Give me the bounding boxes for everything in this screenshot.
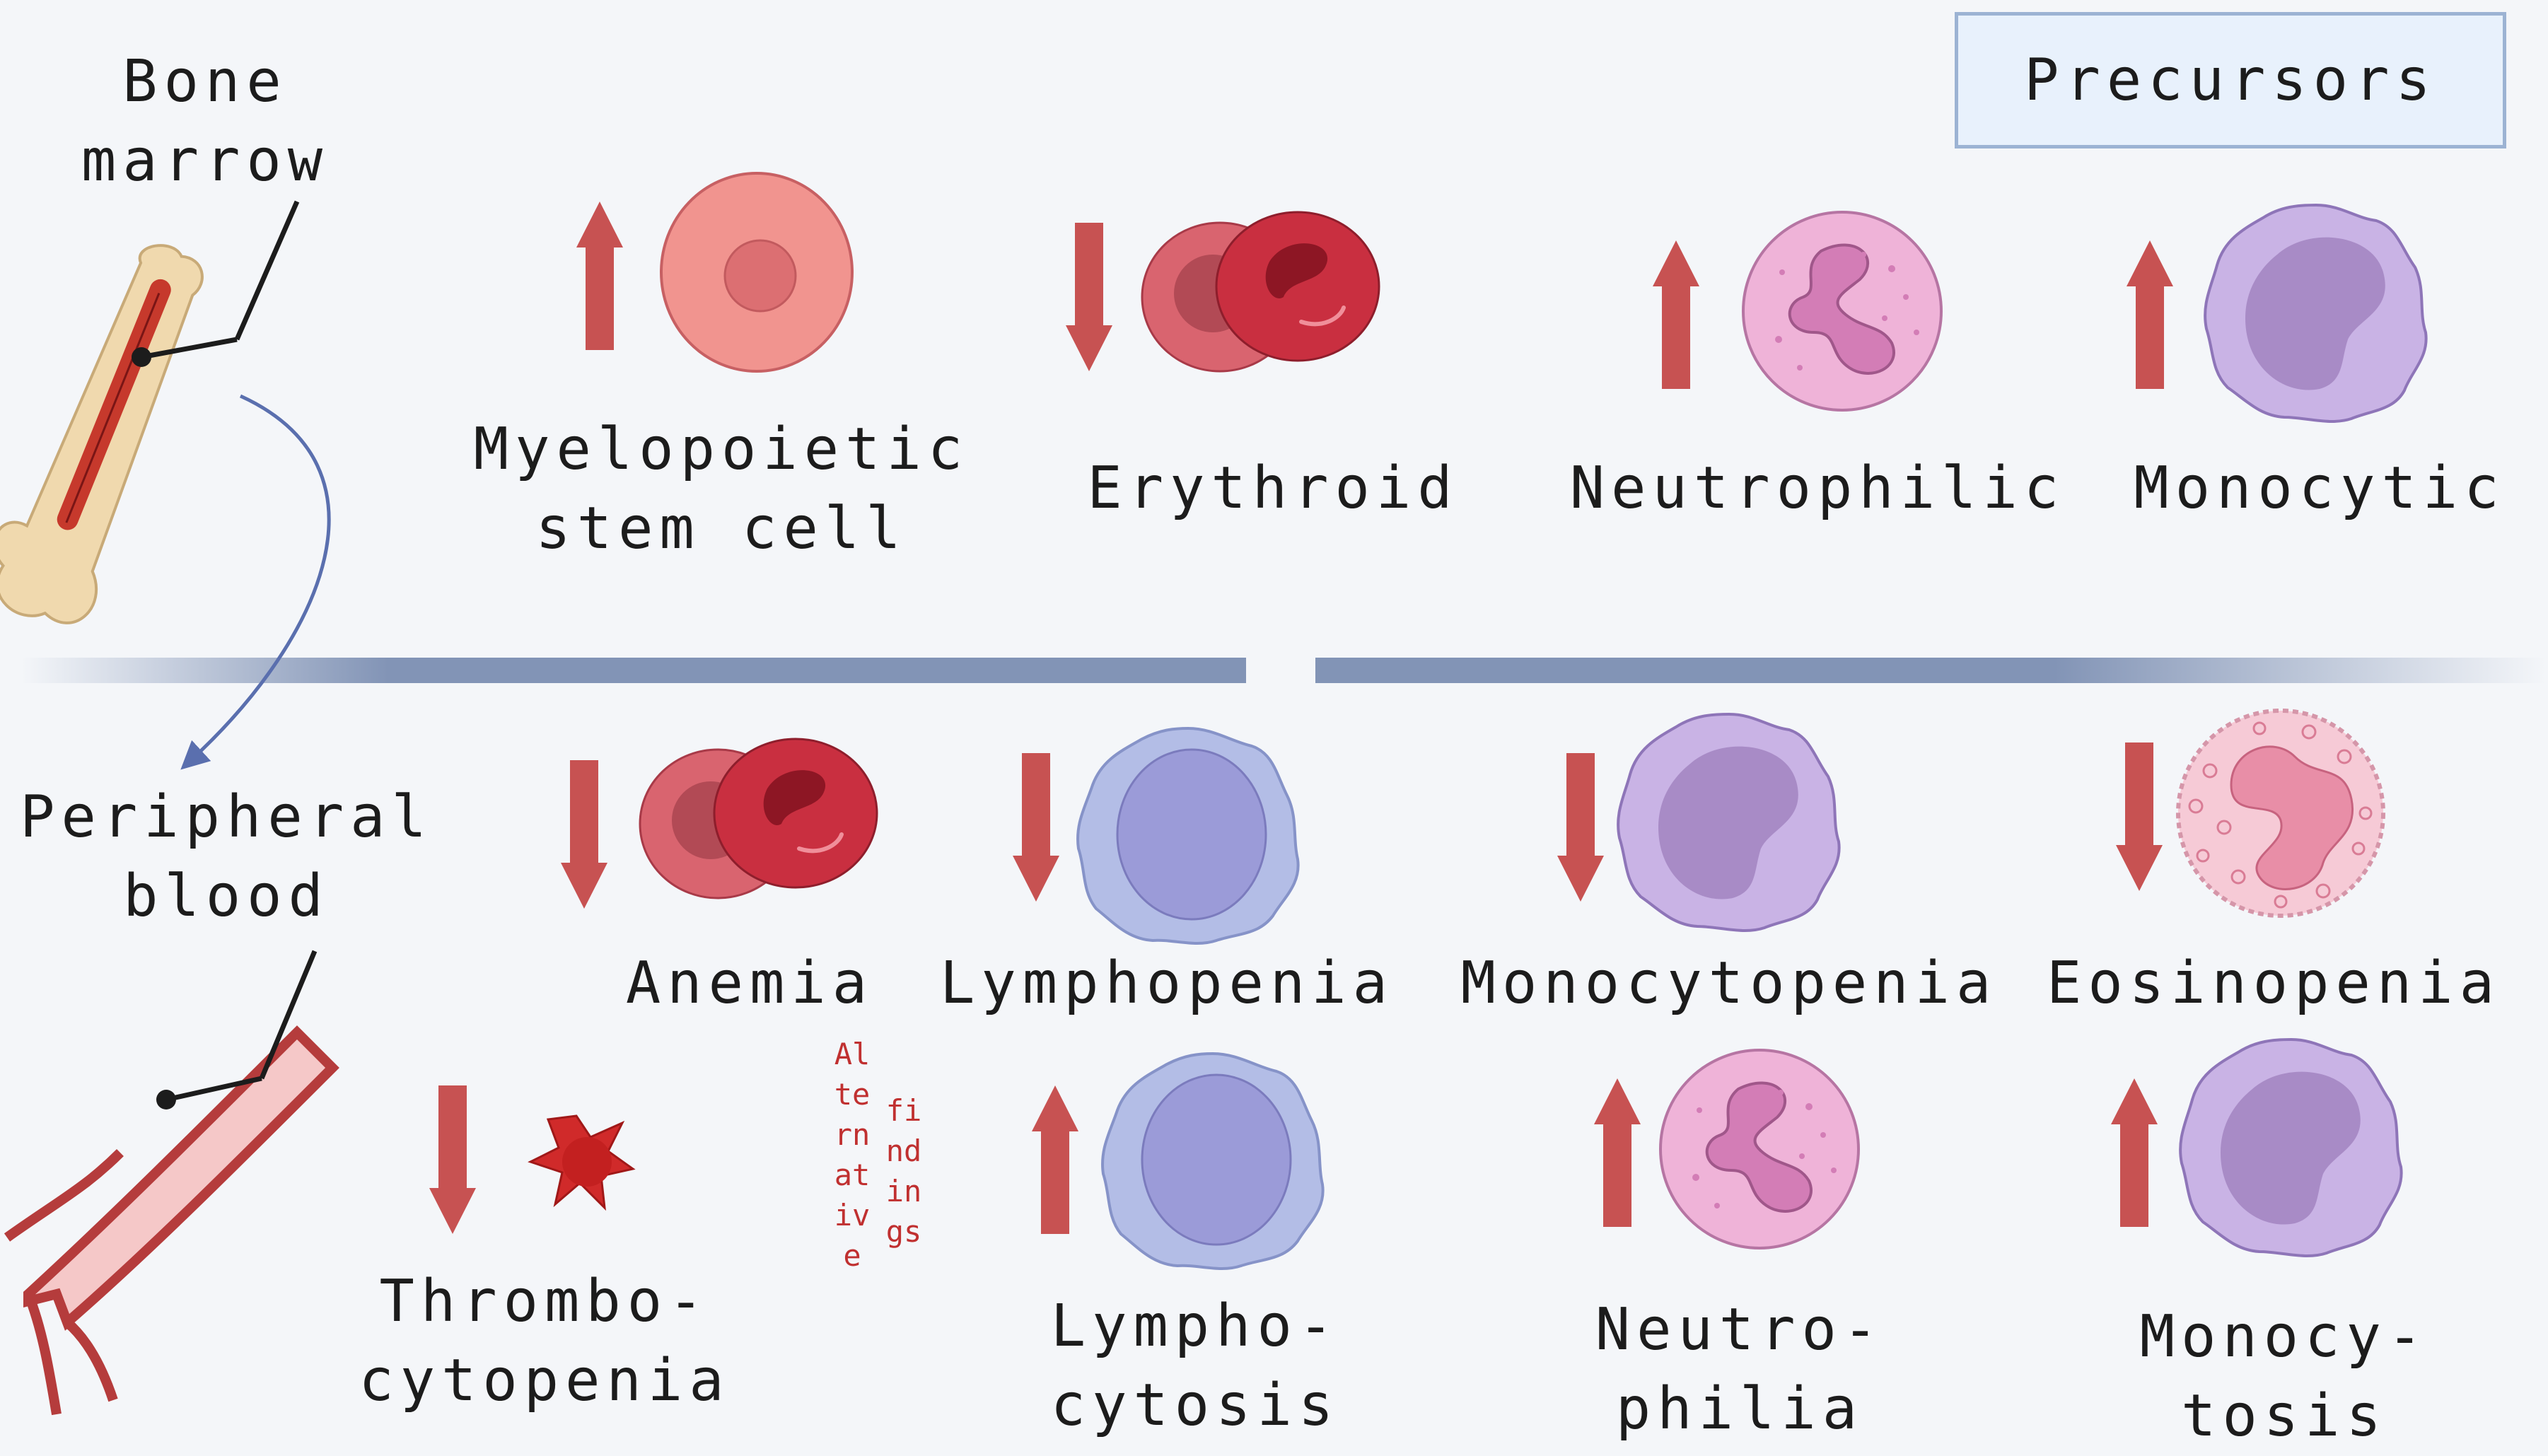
anemia-down-arrow [561, 760, 607, 909]
eosinopenia-label: Eosinopenia [2046, 950, 2501, 1017]
stem-cell-label: Myelopoietic stem cell [473, 416, 970, 562]
divider-left [21, 658, 1246, 683]
monocytic-label: Monocytic [2134, 455, 2506, 522]
bone-icon [0, 244, 204, 624]
lymphocytosis-label: Lympho- cytosis [1050, 1293, 1340, 1439]
bone-marrow-label: Bone marrow [81, 48, 330, 194]
erythroid-down-arrow [1066, 223, 1112, 371]
precursors-header: Precursors [2024, 47, 2437, 114]
monocytopenia-cell-icon [1617, 713, 1841, 932]
vessel-pointer-2 [165, 1076, 262, 1102]
monocytic-up-arrow [2127, 240, 2173, 389]
thrombocytopenia-down-arrow [429, 1085, 476, 1234]
anemia-label: Anemia [625, 950, 874, 1017]
blood-vessel-icon [4, 1025, 339, 1416]
monocytopenia-down-arrow [1557, 753, 1604, 902]
erythroid-label: Erythroid [1087, 455, 1459, 522]
neutrophilic-up-arrow [1653, 240, 1699, 389]
eosinophil-icon [2178, 711, 2383, 916]
neutrophilic-label: Neutrophilic [1569, 455, 2066, 522]
precursors-header-box: Precursors [1955, 12, 2506, 148]
stem-cell-up-arrow [576, 202, 623, 350]
neutrophilia-up-arrow [1594, 1078, 1641, 1227]
monocytosis-cell-icon [2179, 1038, 2403, 1257]
eosinopenia-down-arrow [2116, 742, 2163, 891]
alternative-vertical-text: Alternative [834, 1037, 871, 1273]
bone-pointer [234, 200, 300, 341]
monocytosis-label: Monocy- tosis [2139, 1303, 2429, 1450]
lymphocytosis-up-arrow [1032, 1085, 1078, 1234]
lymphopenia-label: Lymphopenia [939, 950, 1395, 1017]
stem-cell-icon [660, 172, 854, 373]
neutrophil-icon [1742, 211, 1943, 412]
marrow-to-blood-connector [180, 394, 331, 770]
peripheral-blood-label: Peripheral blood [20, 784, 433, 930]
neutrophilia-cell-icon [1659, 1049, 1860, 1250]
erythroid-cells-icon [1142, 212, 1379, 371]
anemia-cells-icon [640, 739, 877, 898]
bone-pointer-2 [141, 337, 238, 360]
findings-vertical-text: findings [885, 1093, 922, 1249]
thrombocytopenia-label: Thrombo- cytopenia [359, 1268, 731, 1414]
monocytosis-up-arrow [2111, 1078, 2158, 1227]
lymphopenia-down-arrow [1013, 753, 1059, 902]
vessel-pointer [259, 950, 318, 1080]
neutrophilia-label: Neutro- philia [1595, 1296, 1885, 1443]
lymphocytosis-cell-icon [1101, 1052, 1325, 1271]
monocyte-icon [2204, 204, 2428, 423]
lymphopenia-cell-icon [1076, 727, 1300, 945]
divider-right [1315, 658, 2546, 683]
platelet-icon [529, 1114, 634, 1209]
monocytopenia-label: Monocytopenia [1460, 950, 1998, 1017]
